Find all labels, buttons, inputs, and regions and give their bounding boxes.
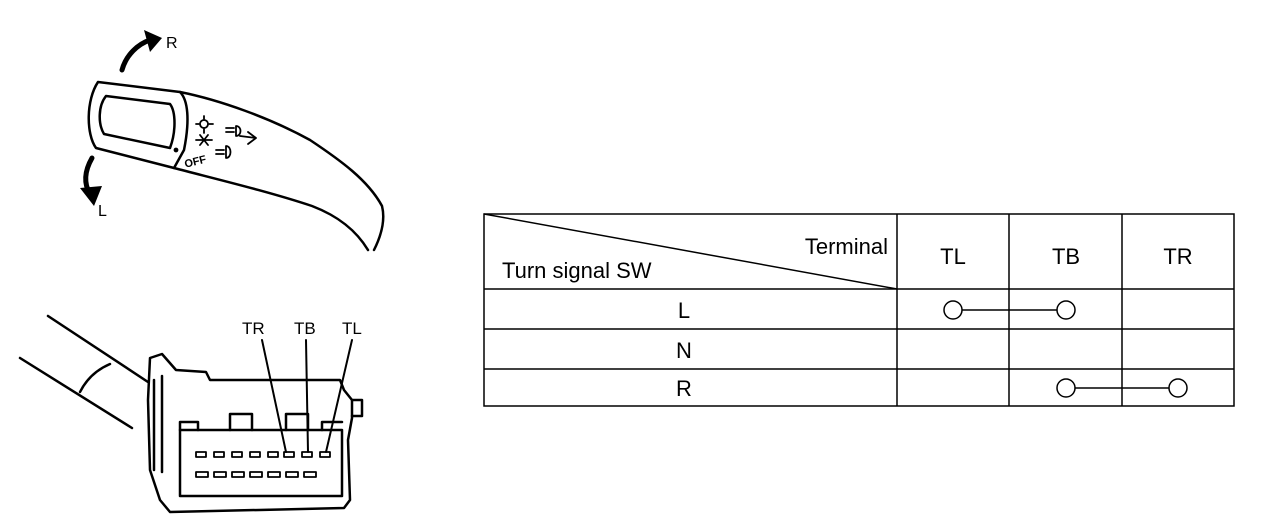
pin-label-tb: TB <box>294 319 316 338</box>
continuity-node-r-tr <box>1168 378 1188 398</box>
continuity-table: Terminal Turn signal SW TL TB TR L N R <box>483 213 1235 407</box>
row-label-l: L <box>678 298 690 323</box>
lever-switch-illustration <box>80 30 385 252</box>
arrow-left-head-icon <box>80 186 102 206</box>
connector-side-tab <box>350 398 364 418</box>
table-grid <box>483 213 1235 407</box>
lever-shaft-lower <box>172 166 370 252</box>
continuity-marks <box>943 300 1188 398</box>
harness-arc <box>78 362 112 394</box>
continuity-node-r-tb <box>1056 378 1076 398</box>
column-header-tr: TR <box>1163 244 1192 269</box>
column-header-tb: TB <box>1052 244 1080 269</box>
corner-label-terminal: Terminal <box>805 234 888 259</box>
pin-row-lower <box>195 471 317 478</box>
row-label-n: N <box>676 338 692 363</box>
arrow-right-icon <box>119 37 153 73</box>
pin-row-upper <box>195 451 331 458</box>
corner-diagonal <box>483 213 898 290</box>
headlight-symbols <box>173 115 257 159</box>
connector-body-inner <box>178 428 344 498</box>
lever-knob-window <box>98 94 176 150</box>
arrow-right-head-icon <box>144 30 162 52</box>
continuity-node-l-tl <box>943 300 963 320</box>
harness-line-upper <box>46 314 150 384</box>
direction-left-label: L <box>98 203 107 220</box>
lever-knob <box>87 80 189 170</box>
pin-label-tl: TL <box>342 319 362 338</box>
lever-shaft <box>178 90 385 252</box>
column-header-tl: TL <box>940 244 966 269</box>
leader-line-tr <box>261 339 287 453</box>
row-label-r: R <box>676 376 692 401</box>
leader-line-tb <box>305 339 309 453</box>
leader-line-tl <box>325 339 353 453</box>
continuity-node-l-tb <box>1056 300 1076 320</box>
knob-off-label: OFF <box>183 154 208 171</box>
pin-label-tr: TR <box>242 319 265 338</box>
connector-illustration <box>18 314 364 514</box>
corner-label-switch: Turn signal SW <box>502 258 652 283</box>
harness-line-lower <box>18 356 134 430</box>
connector-housing <box>146 352 354 514</box>
direction-right-label: R <box>166 35 178 52</box>
connector-top-ridge <box>178 412 344 432</box>
connector-latch <box>152 374 164 474</box>
